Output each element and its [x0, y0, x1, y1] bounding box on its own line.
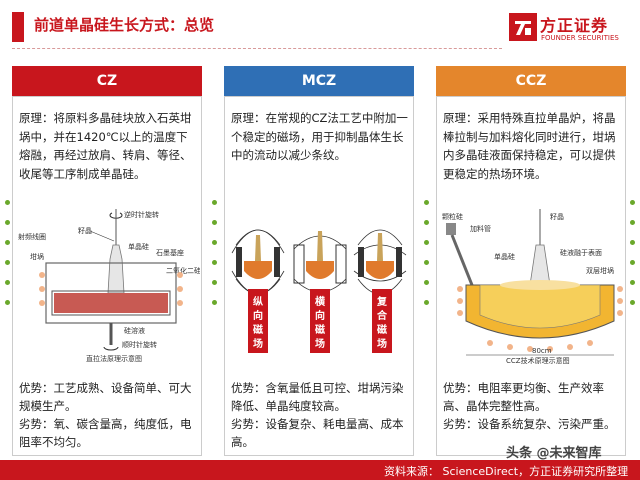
svg-text:向: 向 [315, 309, 325, 322]
watermark: 头条 @未来智库 [506, 446, 602, 461]
ccz-advantage: 优势：电阻率更均衡、生产效率高、晶体完整性高。 [443, 381, 604, 413]
mcz-field-label-1: 纵向 磁场 [253, 295, 263, 350]
dot-separator-right [630, 200, 636, 320]
page-title: 前道单晶硅生长方式：总览 [34, 16, 215, 34]
header-divider [12, 48, 502, 49]
svg-text:磁: 磁 [377, 323, 387, 336]
mcz-field-label-3: 复合 磁场 [376, 295, 388, 350]
svg-text:合: 合 [376, 309, 388, 322]
ccz-diagram: 颗粒硅 加料管 籽晶 单晶硅 硅液融于表面 双层坩埚 80cm CCZ技术原理示… [442, 209, 623, 365]
svg-text:磁: 磁 [253, 323, 263, 336]
mcz-diagram: 纵向 磁场 横向 磁场 复合 磁场 [231, 229, 407, 353]
mcz-field-transverse [293, 231, 347, 293]
cz-label-bottom-rotation: 顺时针旋转 [122, 340, 157, 349]
dot-separator-mid2 [424, 200, 430, 320]
cz-advantage: 优势：工艺成熟、设备简单、可大规模生产。 [19, 381, 192, 413]
cz-label-mono: 单晶硅 [128, 242, 149, 251]
footer-bar [0, 460, 640, 480]
mcz-pros-cons: 优势：含氧量低且可控、坩埚污染降低、单晶纯度较高。 劣势：设备复杂、耗电量高、成… [231, 379, 409, 451]
svg-text:场: 场 [315, 337, 325, 350]
title-accent-bar [12, 12, 24, 42]
cz-label-crucible: 坩埚 [30, 252, 44, 261]
cz-label-co2: 二氧化二硅 [166, 266, 200, 275]
brand-logo: 方正证券 FOUNDER SECURITIES [508, 10, 632, 50]
dot-separator-left [5, 200, 11, 320]
svg-text:向: 向 [253, 309, 263, 322]
ccz-caption: CCZ技术原理示意图 [506, 356, 570, 365]
cz-header: CZ [12, 66, 202, 96]
cz-label-melt: 硅溶液 [124, 326, 145, 335]
ccz-header: CCZ [436, 66, 626, 96]
page-header: 前道单晶硅生长方式：总览 方正证券 FOUNDER SECURITIES [0, 0, 640, 58]
mcz-field-composite [353, 229, 407, 295]
svg-text:磁: 磁 [315, 323, 325, 336]
ccz-label-seed: 籽晶 [550, 212, 564, 221]
logo-text-cn: 方正证券 [540, 16, 609, 35]
ccz-label-dimension: 80cm [532, 347, 552, 355]
logo-text-en: FOUNDER SECURITIES [541, 34, 619, 42]
mcz-panel: 原理：在常规的CZ法工艺中附加一个稳定的磁场，用于抑制晶体生长中的流动以减少条纹… [224, 96, 414, 456]
ccz-disadvantage: 劣势：设备系统复杂、污染严重。 [443, 417, 616, 431]
cz-pros-cons: 优势：工艺成熟、设备简单、可大规模生产。 劣势：氧、碳含量高，纯度低，电阻率不均… [19, 379, 197, 451]
cz-label-shield: 射频线圈 [18, 232, 46, 241]
cz-label-seed: 籽晶 [78, 226, 92, 235]
ccz-label-double-crucible: 双层坩埚 [586, 266, 614, 275]
cz-diagram: 逆时针旋转 籽晶 单晶硅 石墨基座 射频线圈 坩埚 二氧化二硅 硅溶液 顺时针旋… [18, 209, 200, 363]
cz-principle: 原理：将原料多晶硅块放入石英坩埚中，并在1420℃以上的温度下熔融，再经过放肩、… [19, 111, 192, 181]
ccz-principle: 原理：采用特殊直拉单晶炉，将晶棒拉制与加料熔化同时进行，坩埚内多晶硅液面保持稳定… [443, 111, 616, 181]
ccz-label-mono: 单晶硅 [494, 252, 515, 261]
svg-text:场: 场 [377, 337, 387, 350]
mcz-field-label-2: 横向 磁场 [315, 295, 326, 350]
cz-caption: 直拉法原理示意图 [86, 354, 142, 363]
cz-disadvantage: 劣势：氧、碳含量高，纯度低，电阻率不均匀。 [19, 417, 192, 449]
svg-text:纵: 纵 [253, 295, 263, 308]
ccz-label-feeder: 加料管 [470, 224, 491, 233]
svg-text:复: 复 [376, 295, 388, 308]
ccz-pros-cons: 优势：电阻率更均衡、生产效率高、晶体完整性高。 劣势：设备系统复杂、污染严重。 [443, 379, 621, 433]
cz-label-graphite: 石墨基座 [156, 248, 184, 257]
mcz-disadvantage: 劣势：设备复杂、耗电量高、成本高。 [231, 417, 404, 449]
ccz-panel: 原理：采用特殊直拉单晶炉，将晶棒拉制与加料熔化同时进行，坩埚内多晶硅液面保持稳定… [436, 96, 626, 456]
mcz-principle: 原理：在常规的CZ法工艺中附加一个稳定的磁场，用于抑制晶体生长中的流动以减少条纹… [231, 111, 408, 162]
ccz-label-pellet: 颗粒硅 [442, 212, 463, 221]
source-note: 资料来源： ScienceDirect，方正证券研究所整理 [384, 465, 629, 478]
dot-separator-mid1 [212, 200, 218, 320]
mcz-header: MCZ [224, 66, 414, 96]
founder-logo-icon [509, 13, 537, 41]
mcz-advantage: 优势：含氧量低且可控、坩埚污染降低、单晶纯度较高。 [231, 381, 404, 413]
svg-text:横: 横 [315, 295, 326, 308]
ccz-label-melt-surface: 硅液融于表面 [560, 248, 602, 257]
svg-text:场: 场 [253, 337, 263, 350]
cz-label-top-rotation: 逆时针旋转 [124, 210, 159, 219]
mcz-field-longitudinal [231, 229, 285, 295]
cz-panel: 原理：将原料多晶硅块放入石英坩埚中，并在1420℃以上的温度下熔融，再经过放肩、… [12, 96, 202, 456]
